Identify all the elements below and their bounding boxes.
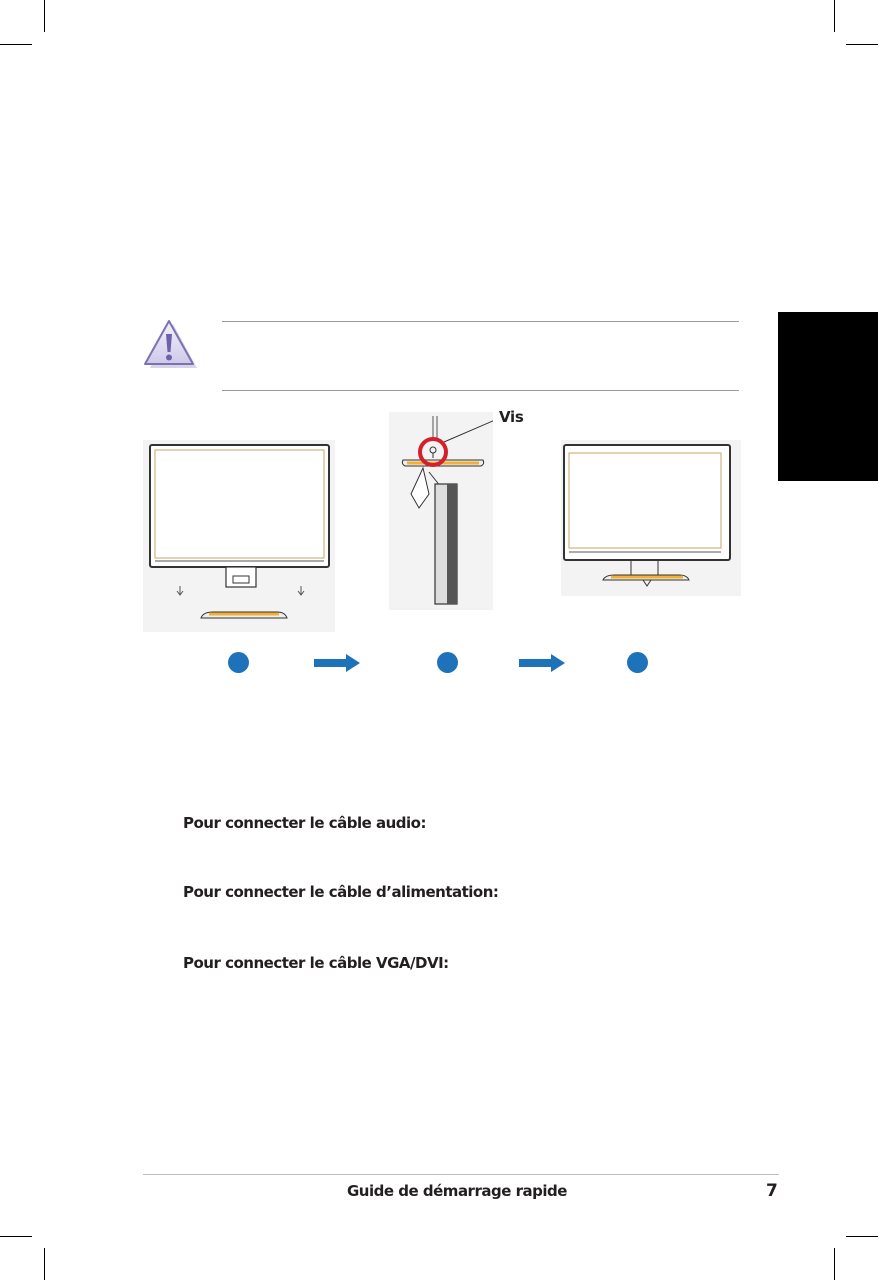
page-number: 7: [766, 1181, 778, 1201]
vga-dvi-cable-heading: Pour connecter le câble VGA/DVI:: [183, 954, 449, 972]
screw-label: Vis: [499, 408, 524, 426]
step-1-badge: [228, 652, 249, 673]
crop-mark: [0, 1236, 32, 1237]
crop-mark: [44, 0, 45, 32]
step3-monitor-illustration: [561, 440, 741, 596]
audio-cable-heading: Pour connecter le câble audio:: [183, 814, 427, 832]
crop-mark: [846, 1236, 878, 1237]
crop-mark: [846, 44, 878, 45]
crop-mark: [44, 1248, 45, 1280]
crop-mark: [834, 1248, 835, 1280]
warning-top-rule: [222, 321, 739, 322]
step1-monitor-illustration: [143, 440, 335, 632]
crop-mark: [834, 0, 835, 32]
step-3-badge: [627, 652, 648, 673]
step-2-badge: [437, 652, 458, 673]
power-cable-heading: Pour connecter le câble d’alimentation:: [183, 883, 499, 901]
footer-title: Guide de démarrage rapide: [347, 1182, 567, 1200]
arrow-right-icon: [314, 654, 360, 672]
step2-side-view-illustration: [389, 412, 493, 610]
footer-rule: [143, 1174, 779, 1175]
warning-bottom-rule: [222, 390, 739, 391]
language-tab: [778, 312, 878, 481]
warning-triangle-icon: [144, 320, 197, 368]
crop-mark: [0, 44, 32, 45]
arrow-right-icon: [519, 654, 565, 672]
